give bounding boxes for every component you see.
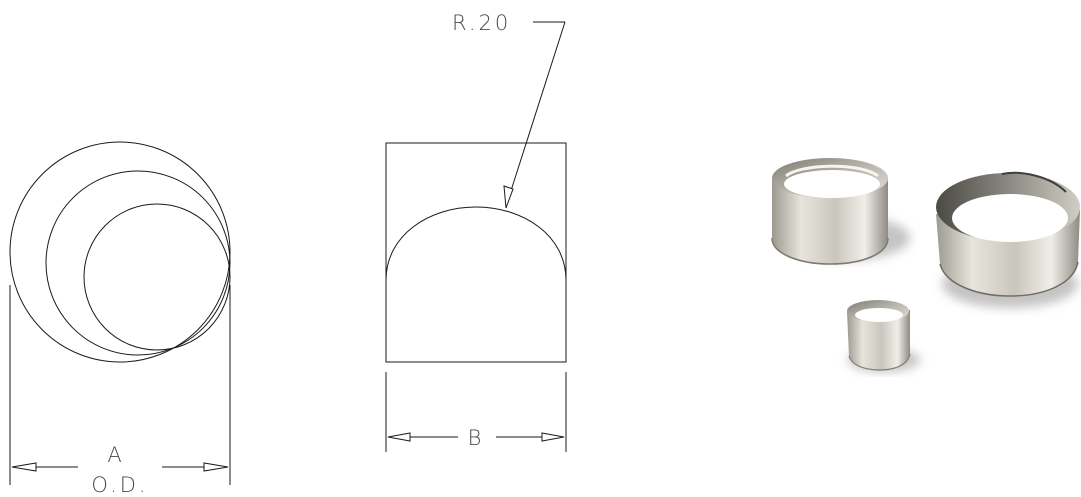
radius-callout: R.20 (452, 11, 566, 209)
arrowhead-a-left (11, 462, 37, 472)
inner-circle (83, 203, 231, 351)
ring-photo (771, 158, 1080, 372)
profile-radius-arc (385, 206, 567, 295)
flared-ring-icon (936, 171, 1080, 308)
dimension-b: B (385, 372, 567, 452)
middle-circle (45, 170, 231, 356)
arrowhead-b-left (387, 432, 411, 442)
profile-rectangle (385, 142, 567, 363)
radius-label: R.20 (452, 11, 511, 35)
side-view-profile (385, 142, 567, 363)
front-view-circles (9, 141, 231, 363)
arrowhead-b-right (541, 432, 565, 442)
arrowhead-a-right (203, 462, 229, 472)
dimension-a: A O.D. (9, 285, 231, 497)
radius-leader-diagonal (507, 21, 566, 201)
outer-circle (9, 141, 231, 363)
dimension-label-a: A (107, 443, 124, 467)
dimension-label-b: B (468, 426, 485, 450)
large-ring-icon (771, 158, 910, 265)
dimension-label-od: O.D. (91, 473, 148, 497)
small-ring-icon (847, 300, 920, 372)
radius-arrowhead (503, 185, 514, 209)
